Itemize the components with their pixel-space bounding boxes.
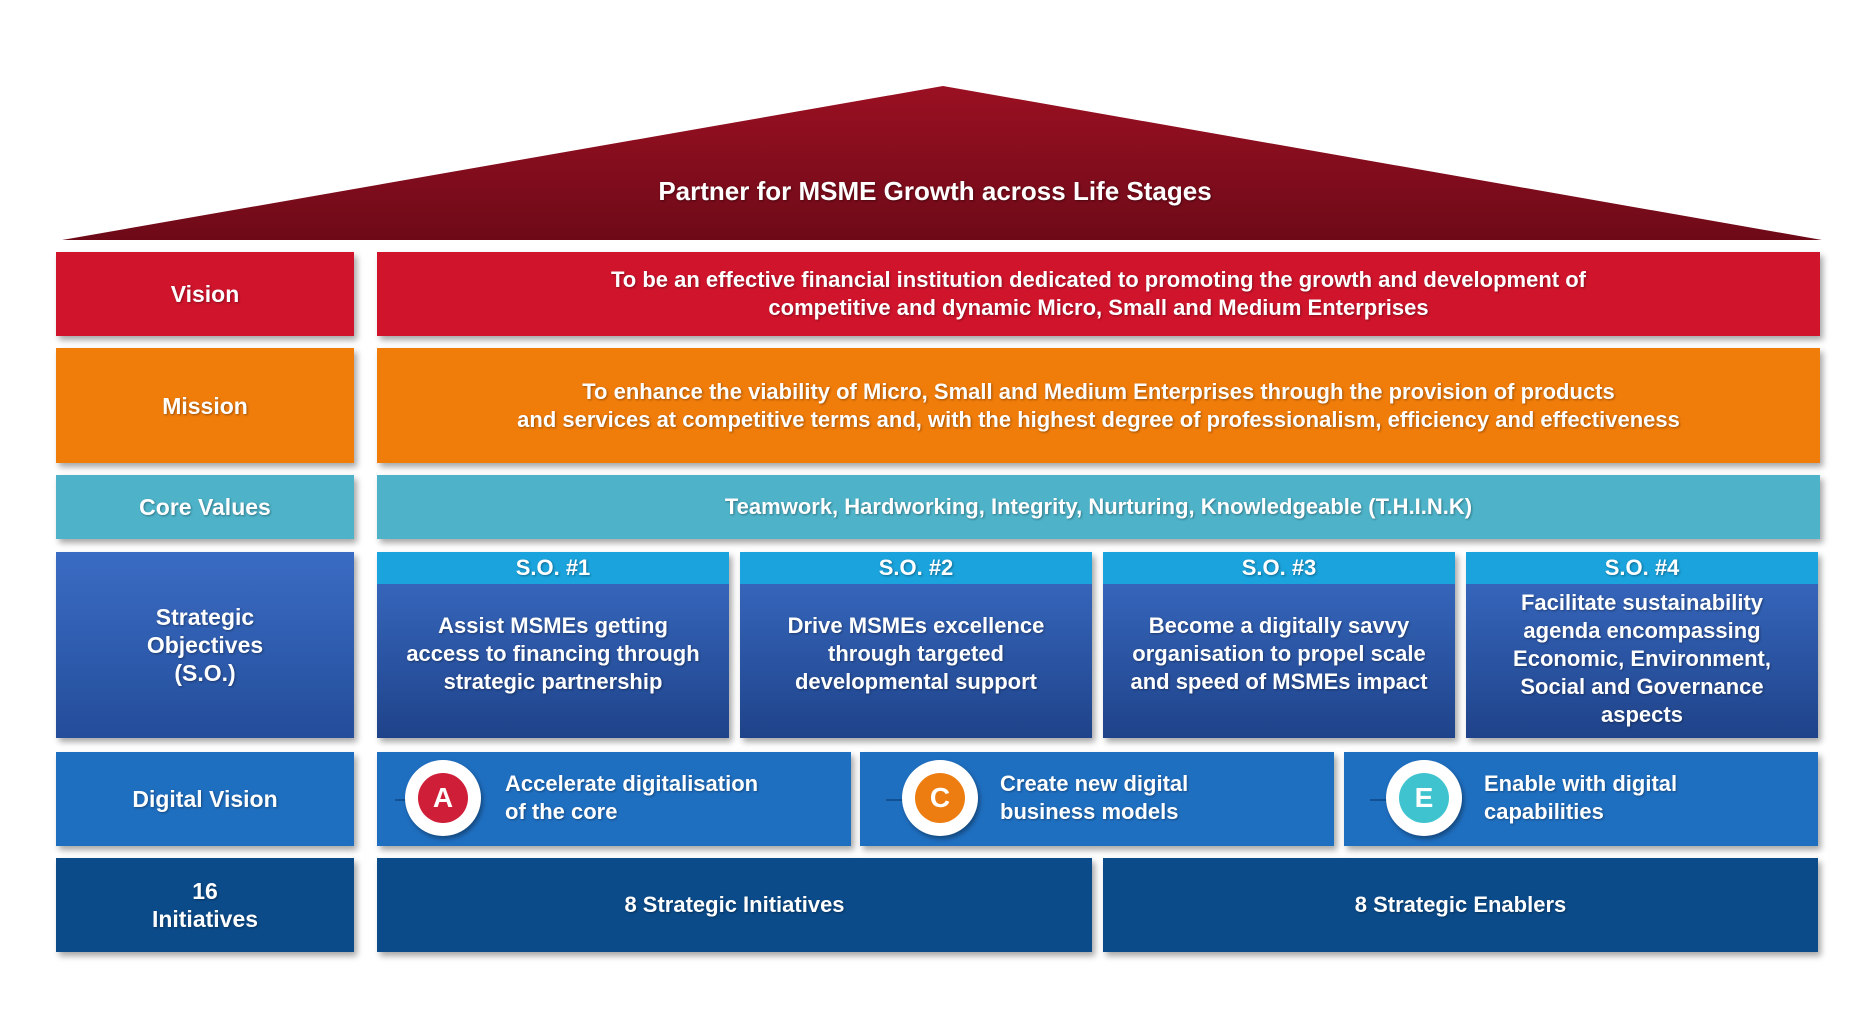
digital-vision-card-c: C Create new digital business models: [860, 752, 1334, 846]
so-4-line: agenda encompassing: [1523, 618, 1761, 643]
so-card-3: S.O. #3 Become a digitally savvy organis…: [1103, 552, 1455, 738]
so-3-description: Become a digitally savvy organisation to…: [1103, 584, 1455, 738]
core-values-text: Teamwork, Hardworking, Integrity, Nurtur…: [724, 494, 1473, 519]
core-values-label-text: Core Values: [139, 494, 271, 520]
vision-line-2: competitive and dynamic Micro, Small and…: [768, 295, 1429, 320]
digital-vision-card-a: A Accelerate digitalisation of the core: [377, 752, 851, 846]
badge-e: E: [1386, 760, 1462, 836]
initiatives-count: 16: [192, 878, 218, 904]
mission-line-1: To enhance the viability of Micro, Small…: [582, 378, 1615, 404]
digital-vision-label-text: Digital Vision: [132, 786, 278, 812]
vision-line-1: To be an effective financial institution…: [611, 267, 1586, 292]
strategic-enablers-text: 8 Strategic Enablers: [1354, 892, 1567, 917]
so-1-line: Assist MSMEs getting: [438, 613, 668, 638]
strategic-initiatives-box: 8 Strategic Initiatives: [377, 858, 1092, 952]
digital-vision-card-e: E Enable with digital capabilities: [1344, 752, 1818, 846]
so-2-title: S.O. #2: [740, 552, 1092, 584]
dv-c-line: Create new digital: [1000, 771, 1189, 796]
so-card-1: S.O. #1 Assist MSMEs getting access to f…: [377, 552, 729, 738]
initiatives-label: 16 Initiatives: [56, 858, 354, 952]
letter-a-icon: A: [418, 773, 468, 823]
so-4-line: aspects: [1601, 702, 1683, 727]
so-4-line: Facilitate sustainability: [1520, 590, 1764, 615]
mission-label-text: Mission: [162, 392, 248, 419]
so-1-line: strategic partnership: [443, 669, 663, 694]
badge-c: C: [902, 760, 978, 836]
digital-vision-a-text: Accelerate digitalisation of the core: [505, 770, 758, 826]
core-values-label: Core Values: [56, 475, 354, 539]
digital-vision-e-text: Enable with digital capabilities: [1484, 770, 1677, 826]
strategic-label-line-1: Strategic: [155, 604, 255, 630]
dv-a-line: of the core: [505, 799, 618, 824]
so-4-line: Economic, Environment,: [1513, 646, 1771, 671]
badge-c-letter: C: [929, 782, 951, 813]
digital-vision-label: Digital Vision: [56, 752, 354, 846]
so-card-4: S.O. #4 Facilitate sustainability agenda…: [1466, 552, 1818, 738]
badge-a: A: [405, 760, 481, 836]
badge-a-letter: A: [432, 782, 454, 813]
so-3-line: Become a digitally savvy: [1148, 613, 1410, 638]
letter-c-icon: C: [915, 773, 965, 823]
so-4-title: S.O. #4: [1466, 552, 1818, 584]
so-1-title: S.O. #1: [377, 552, 729, 584]
so-2-line: Drive MSMEs excellence: [787, 613, 1045, 638]
so-4-line: Social and Governance: [1520, 674, 1764, 699]
so-1-line: access to financing through: [406, 641, 700, 666]
vision-label: Vision: [56, 252, 354, 336]
dv-e-line: capabilities: [1484, 799, 1604, 824]
strategic-label-line-3: (S.O.): [174, 660, 236, 686]
so-3-line: and speed of MSMEs impact: [1130, 669, 1428, 694]
so-2-line: developmental support: [794, 669, 1038, 694]
mission-line-2: and services at competitive terms and, w…: [517, 406, 1680, 432]
so-1-description: Assist MSMEs getting access to financing…: [377, 584, 729, 738]
strategic-objectives-label: Strategic Objectives (S.O.): [56, 552, 354, 738]
so-4-description: Facilitate sustainability agenda encompa…: [1466, 584, 1818, 738]
vision-label-text: Vision: [170, 281, 240, 307]
dv-c-line: business models: [1000, 799, 1179, 824]
roof-title: Partner for MSME Growth across Life Stag…: [658, 176, 1212, 206]
dv-e-line: Enable with digital: [1484, 771, 1678, 796]
so-2-description: Drive MSMEs excellence through targeted …: [740, 584, 1092, 738]
vision-statement: To be an effective financial institution…: [377, 252, 1820, 336]
so-3-line: organisation to propel scale: [1132, 641, 1426, 666]
so-3-title: S.O. #3: [1103, 552, 1455, 584]
initiatives-word: Initiatives: [151, 906, 259, 932]
strategic-enablers-box: 8 Strategic Enablers: [1103, 858, 1818, 952]
so-card-2: S.O. #2 Drive MSMEs excellence through t…: [740, 552, 1092, 738]
mission-label: Mission: [56, 348, 354, 463]
strategic-initiatives-text: 8 Strategic Initiatives: [624, 892, 845, 917]
dv-a-line: Accelerate digitalisation: [505, 771, 759, 796]
digital-vision-c-text: Create new digital business models: [1000, 770, 1188, 826]
badge-e-letter: E: [1414, 782, 1434, 813]
roof-shape: [62, 86, 1822, 240]
so-2-line: through targeted: [828, 641, 1004, 666]
letter-e-icon: E: [1399, 773, 1449, 823]
mission-statement: To enhance the viability of Micro, Small…: [377, 348, 1820, 463]
core-values-statement: Teamwork, Hardworking, Integrity, Nurtur…: [377, 475, 1820, 539]
strategic-label-line-2: Objectives: [146, 632, 264, 658]
